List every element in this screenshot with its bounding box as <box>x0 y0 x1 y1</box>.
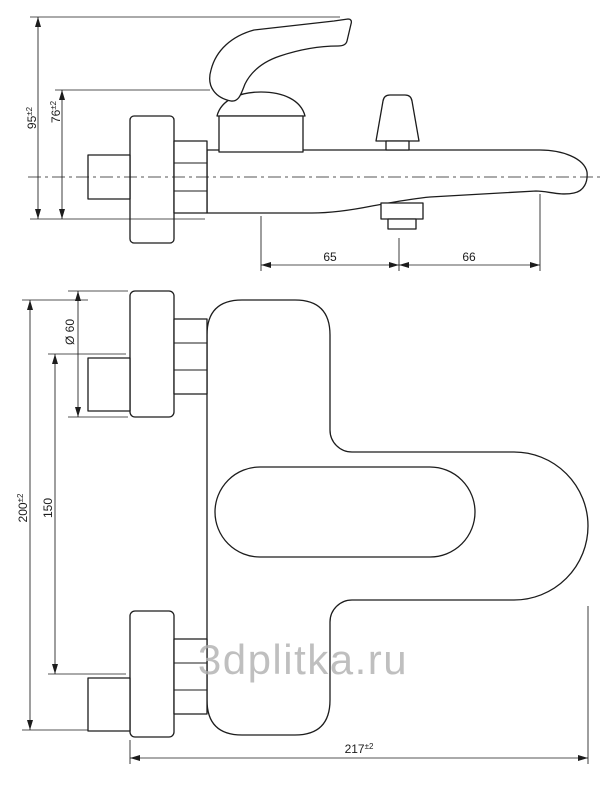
cartridge-body <box>218 115 304 153</box>
arrowhead <box>52 354 58 364</box>
diverter-knob <box>375 94 420 142</box>
arrowhead <box>399 262 409 268</box>
dim-200-label: 200±2 <box>16 493 30 522</box>
arrowhead <box>35 17 41 27</box>
front-view: Ø 60 150 200±2 217±2 <box>16 290 589 764</box>
arrowhead <box>27 720 33 730</box>
dim-76: 76±2 <box>49 89 210 219</box>
dim-200: 200±2 <box>16 299 88 731</box>
side-view: 95±2 76±2 65 66 <box>25 16 600 271</box>
lever-handle <box>209 18 353 102</box>
side-wall-flange <box>129 115 175 244</box>
dim-76-label: 76±2 <box>49 100 63 123</box>
arrowhead <box>389 262 399 268</box>
dim-150: 150 <box>41 353 126 675</box>
dim-65-label: 65 <box>323 250 337 264</box>
dim-66-label: 66 <box>462 250 476 264</box>
shower-outlet-lower <box>387 218 417 230</box>
side-body-spout-outline <box>206 149 588 214</box>
dim-95: 95±2 <box>25 16 340 220</box>
dim-150-label: 150 <box>41 498 55 518</box>
watermark-text: 3dplitka.ru <box>198 636 408 683</box>
dim-65-66: 65 66 <box>260 194 541 271</box>
diverter-knob-neck <box>385 140 410 151</box>
front-lever-handle <box>214 466 476 558</box>
front-top-flange <box>129 290 175 418</box>
arrowhead <box>261 262 271 268</box>
arrowhead <box>52 664 58 674</box>
front-bottom-inlet <box>87 677 131 732</box>
shower-outlet-upper <box>380 202 424 220</box>
arrowhead <box>530 262 540 268</box>
front-top-hex-nut <box>173 318 208 395</box>
arrowhead <box>130 755 140 761</box>
dim-217-label: 217±2 <box>345 742 374 756</box>
dim-217: 217±2 <box>129 606 589 764</box>
arrowhead <box>27 300 33 310</box>
arrowhead <box>75 407 81 417</box>
dim-95-label: 95±2 <box>25 106 39 129</box>
front-bottom-hex-nut <box>173 638 208 715</box>
arrowhead <box>59 209 65 219</box>
dim-d60-label: Ø 60 <box>63 319 77 345</box>
arrowhead <box>75 291 81 301</box>
front-top-inlet <box>87 357 131 412</box>
arrowhead <box>578 755 588 761</box>
arrowhead <box>59 90 65 100</box>
front-bottom-flange <box>129 610 175 738</box>
arrowhead <box>35 209 41 219</box>
